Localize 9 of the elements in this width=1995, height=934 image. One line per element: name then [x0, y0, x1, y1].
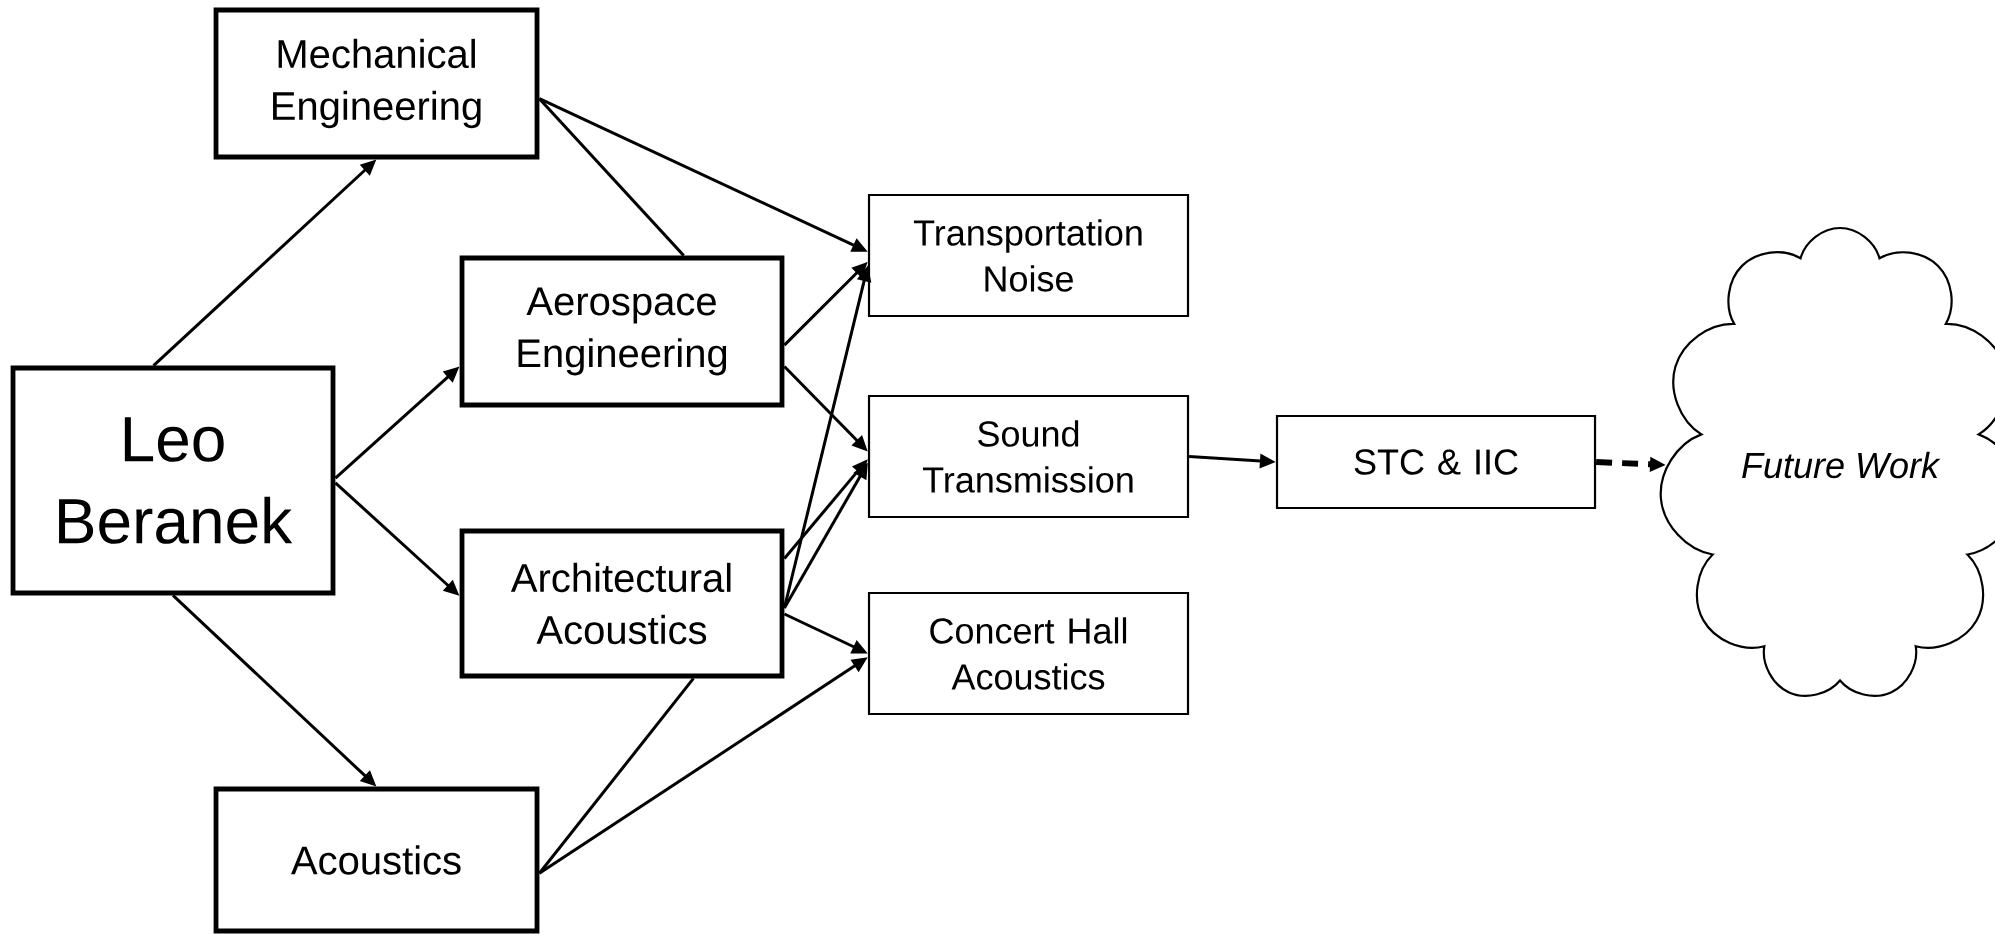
topic-box: Sound Transmission — [867, 394, 1190, 519]
topic-box: Acoustics — [213, 786, 540, 934]
topic-box: Architectural Acoustics — [459, 528, 785, 679]
topic-box: Concert Hall Acoustics — [867, 591, 1190, 716]
topic-box: STC & IIC — [1275, 414, 1597, 510]
topic-box: Aerospace Engineering — [459, 255, 785, 408]
topic-box: Leo Beranek — [10, 365, 336, 596]
topic-box: Transportation Noise — [867, 193, 1190, 318]
topic-box: Mechanical Engineering — [213, 7, 540, 160]
